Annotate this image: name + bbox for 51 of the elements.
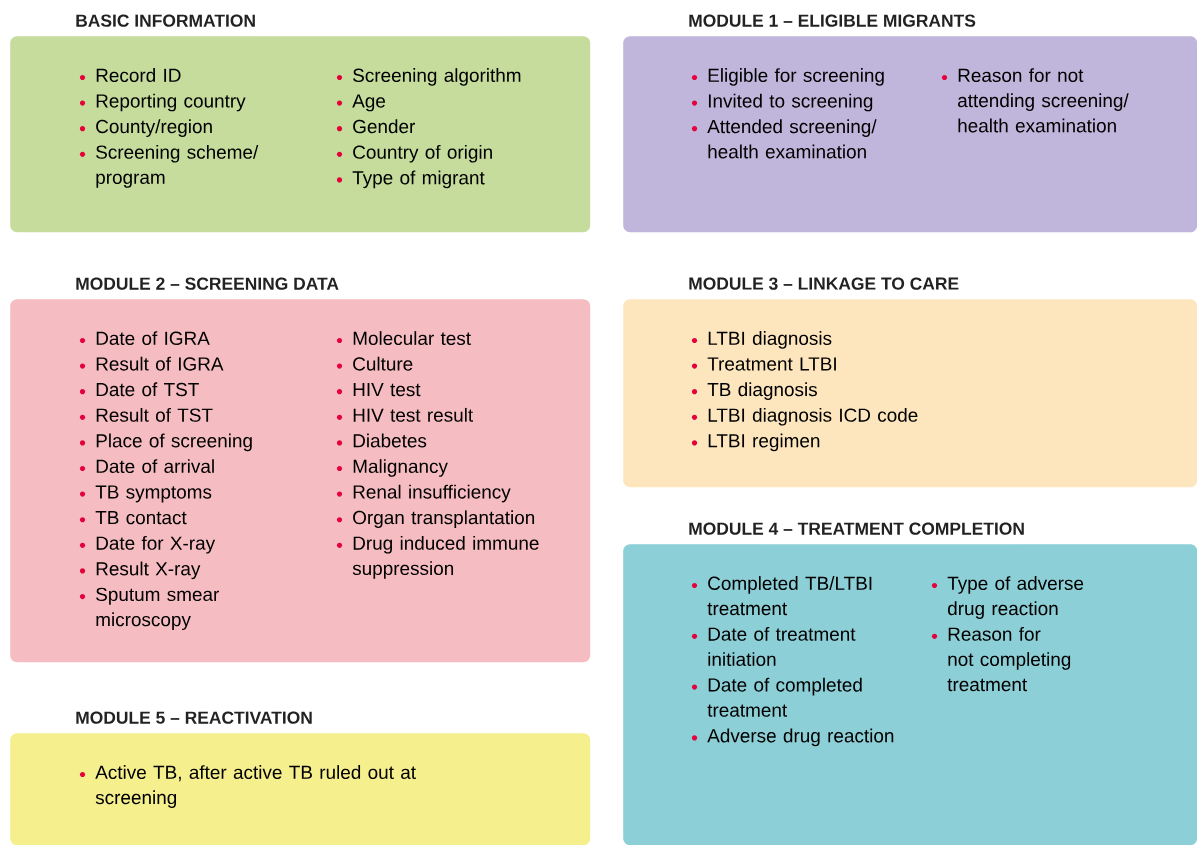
module-heading: BASIC INFORMATION bbox=[76, 14, 255, 27]
bullet-item: Eligible for screening bbox=[708, 68, 884, 86]
bullet-item: Screening scheme/ program bbox=[96, 144, 259, 188]
bullet-item: Result X-ray bbox=[96, 561, 201, 580]
module-heading: MODULE 4 – TREATMENT COMPLETION bbox=[689, 522, 1024, 535]
bullet-item: Invited to screening bbox=[708, 93, 873, 112]
bullet-item: Result of IGRA bbox=[96, 356, 224, 371]
bullet-item: Screening algorithm bbox=[353, 68, 521, 86]
bullet-item: Renal insufficiency bbox=[353, 484, 511, 503]
bullet-item: HIV test bbox=[353, 383, 421, 397]
bullet-item: Organ transplantation bbox=[353, 510, 535, 528]
bullet-item: Record ID bbox=[96, 68, 181, 83]
bullet-item: Molecular test bbox=[353, 331, 471, 346]
bullet-item: Completed TB/LTBI treatment bbox=[707, 576, 872, 616]
bullet-item: HIV test result bbox=[353, 407, 473, 422]
bullet-item: County/region bbox=[96, 119, 212, 137]
bullet-item: Type of migrant bbox=[352, 170, 485, 189]
bullet-item: Date of TST bbox=[96, 382, 199, 397]
bullet-item: Reason for not attending screening/ health examination bbox=[958, 68, 1129, 133]
bullet-item: Country of origin bbox=[353, 144, 492, 163]
bullet-item: Date of completed treatment bbox=[707, 677, 862, 717]
bullet-item: Age bbox=[352, 94, 386, 112]
bullet-item: Drug induced immune suppression bbox=[352, 535, 539, 579]
module-heading: MODULE 5 – REACTIVATION bbox=[76, 711, 312, 724]
bullet-item: TB symptoms bbox=[95, 485, 212, 503]
bullet-item: TB diagnosis bbox=[707, 382, 817, 400]
bullet-item: Malignancy bbox=[353, 459, 448, 477]
bullet-item: Adverse drug reaction bbox=[707, 728, 894, 747]
bullet-item: Date of arrival bbox=[96, 459, 214, 474]
bullet-item: Diabetes bbox=[353, 433, 427, 448]
bullet-item: Active TB, after active TB ruled out at screening bbox=[95, 765, 416, 808]
module-heading: MODULE 2 – SCREENING DATA bbox=[76, 277, 339, 290]
bullet-item: Reporting country bbox=[96, 93, 246, 112]
module-heading: MODULE 3 – LINKAGE TO CARE bbox=[689, 277, 959, 290]
bullet-item: Date of IGRA bbox=[96, 331, 210, 346]
bullet-item: Place of screening bbox=[96, 433, 252, 452]
bullet-item: Type of adverse drug reaction bbox=[947, 576, 1084, 619]
bullet-item: LTBI regimen bbox=[708, 433, 820, 452]
bullet-item: Culture bbox=[353, 356, 413, 371]
bullet-item: Reason for not completing treatment bbox=[947, 626, 1071, 692]
bullet-item: Date of treatment initiation bbox=[708, 626, 856, 667]
bullet-item: LTBI diagnosis ICD code bbox=[708, 407, 918, 426]
bullet-item: Date for X-ray bbox=[96, 536, 216, 554]
bullet-item: LTBI diagnosis bbox=[708, 331, 832, 349]
bullet-item: TB contact bbox=[95, 511, 187, 525]
module-heading: MODULE 1 – ELIGIBLE MIGRANTS bbox=[689, 14, 976, 27]
bullet-item: Treatment LTBI bbox=[707, 357, 836, 371]
bullet-item: Attended screening/ health examination bbox=[707, 119, 877, 159]
bullet-item: Sputum smear microscopy bbox=[96, 587, 219, 630]
bullet-item: Gender bbox=[353, 119, 415, 134]
bullet-item: Result of TST bbox=[96, 407, 213, 422]
